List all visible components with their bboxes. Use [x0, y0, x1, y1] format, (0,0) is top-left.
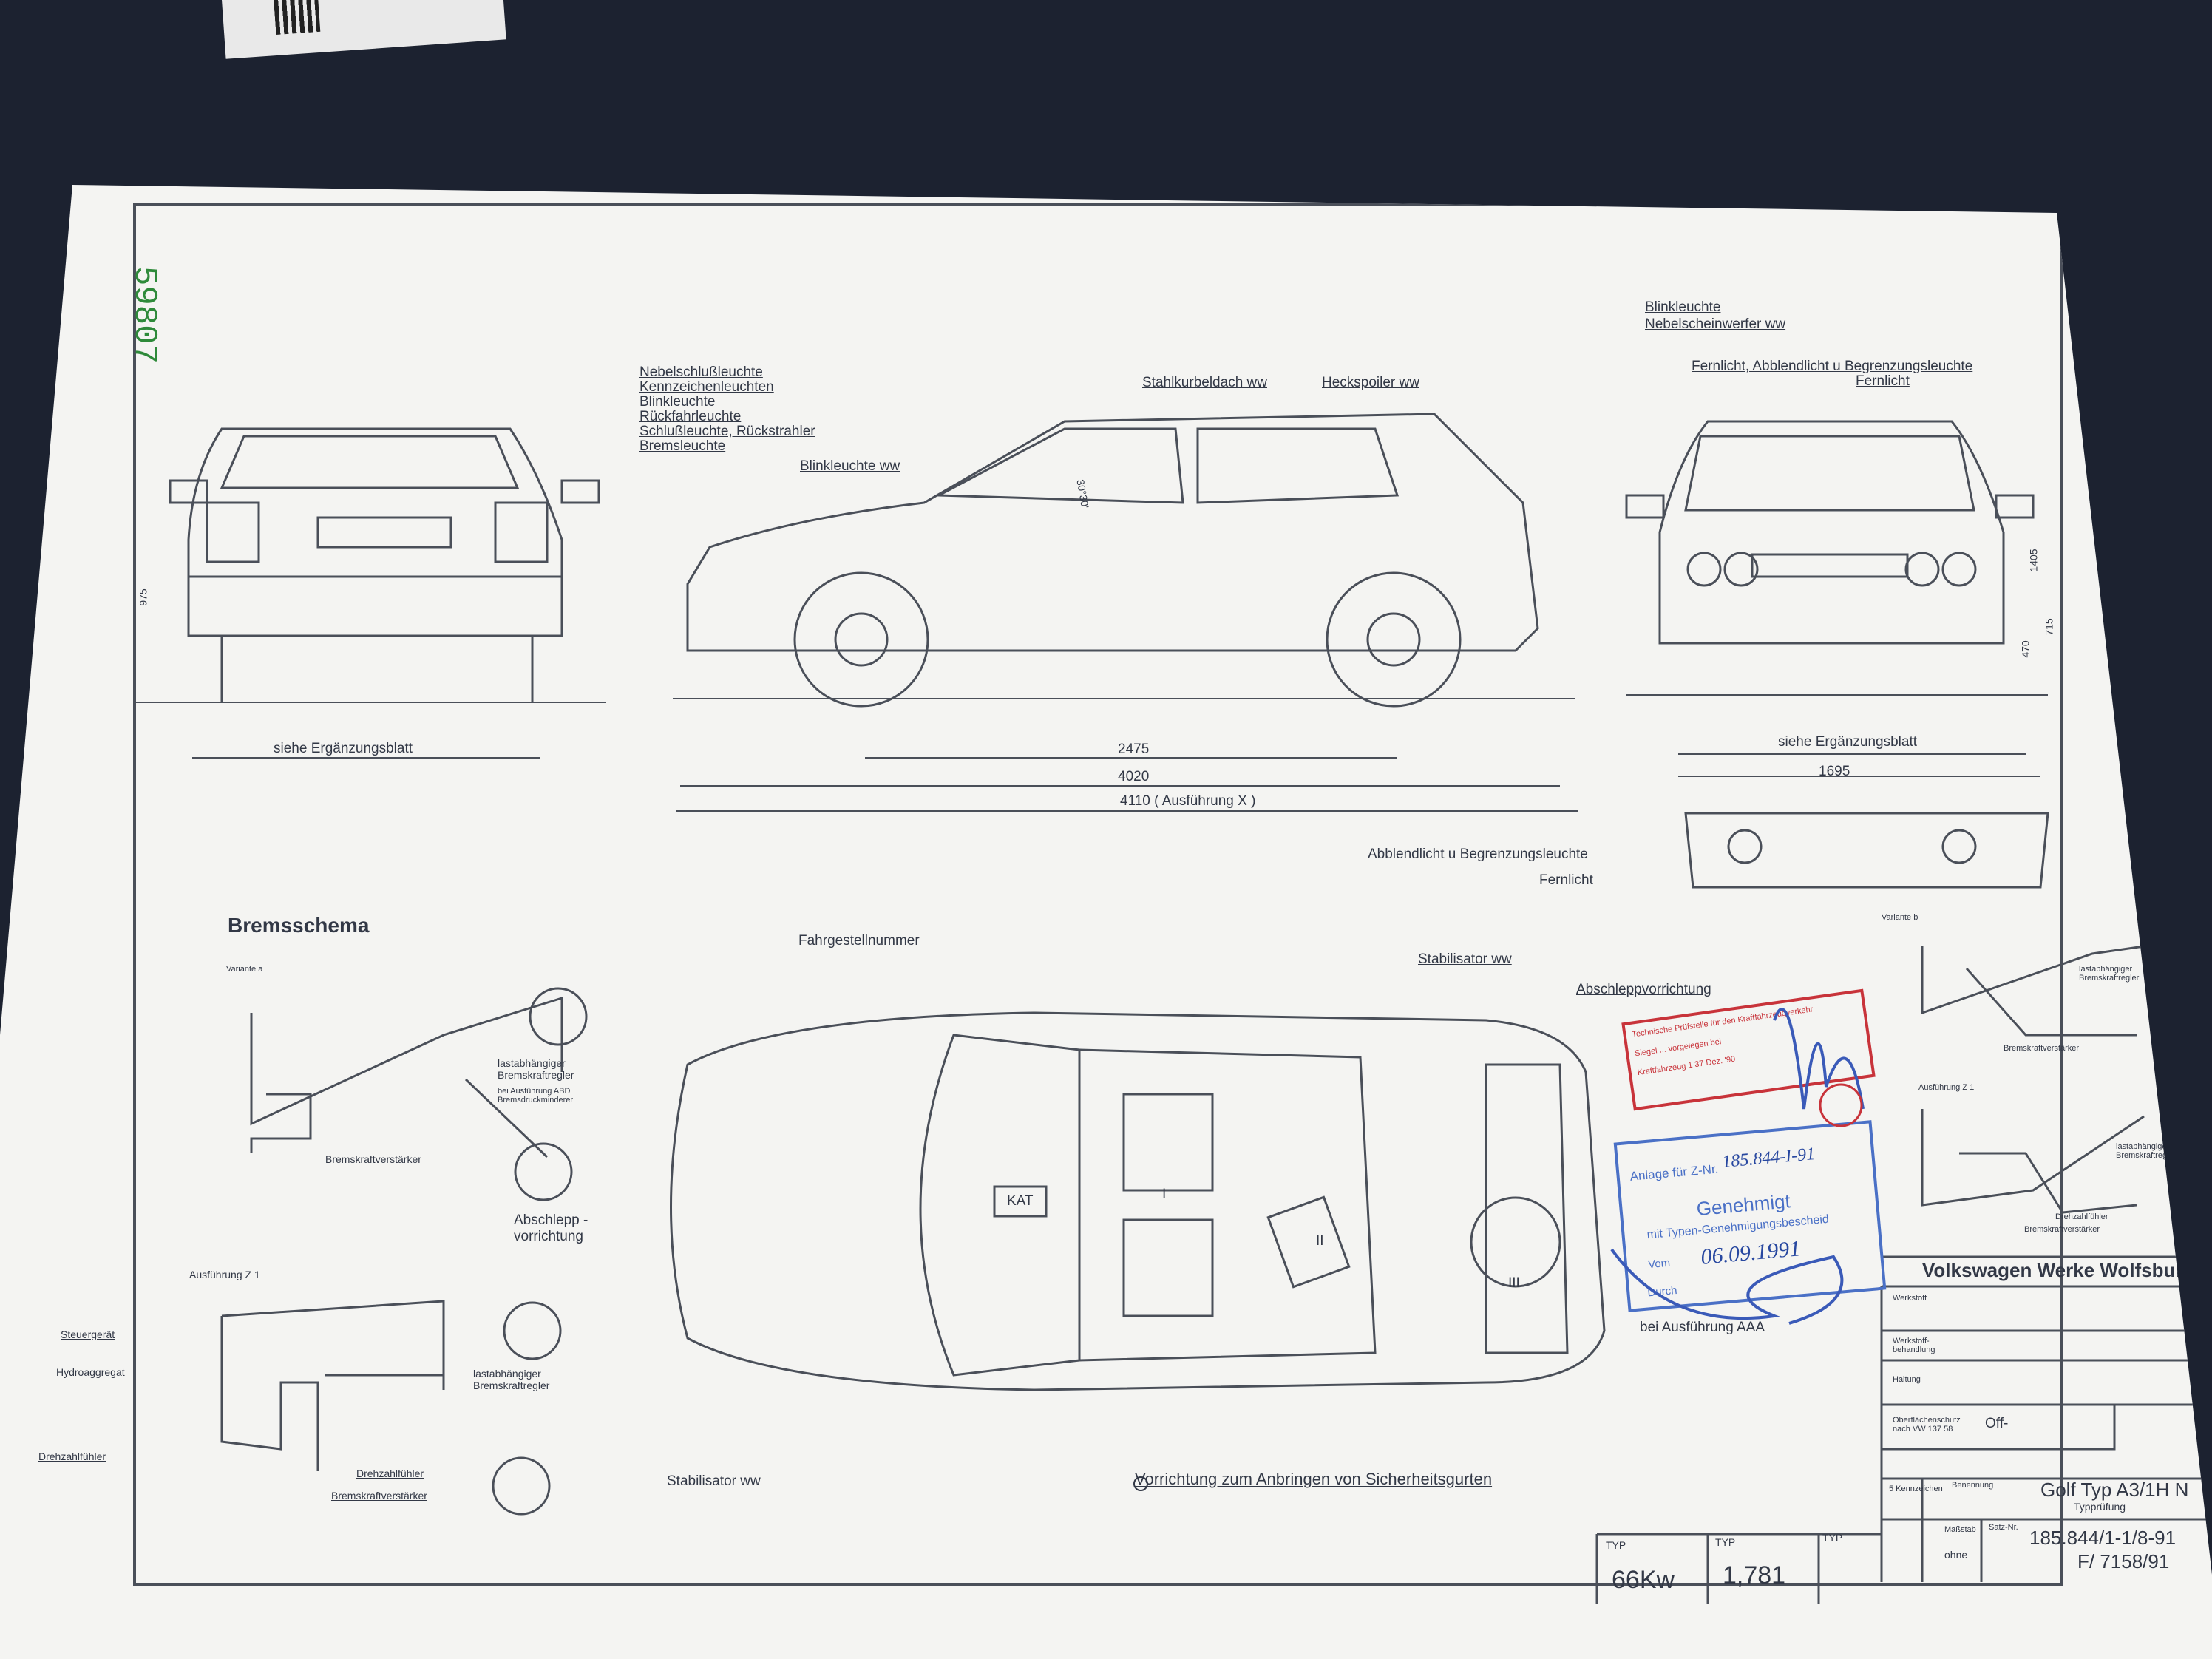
title-typpruefung: Typprüfung — [2074, 1501, 2126, 1513]
front-label-blink: Blinkleuchte — [1645, 299, 1721, 315]
brake-label-steuer: Steuergerät — [61, 1329, 115, 1340]
rear-label-1: Nebelschlußleuchte — [639, 364, 763, 380]
rear-label-6: Bremsleuchte — [639, 438, 726, 454]
rear-label-5: Schlußleuchte, Rückstrahler — [639, 424, 815, 439]
top-roman-2: II — [1316, 1233, 1324, 1249]
front-width-note: siehe Ergänzungsblatt — [1778, 734, 1918, 750]
top-label-fahrgestell: Fahrgestellnummer — [798, 933, 920, 949]
title-doc-sub: F/ 7158/91 — [2077, 1550, 2170, 1573]
brake-title: Bremsschema — [228, 914, 370, 937]
front-label-lights: Fernlicht, Abblendlicht u Begrenzungsleu… — [1692, 359, 1973, 374]
title-kennzeichen: 5 Kennzeichen — [1889, 1485, 1943, 1493]
right-variante-b: Variante b — [1882, 913, 1918, 922]
rear-view-drawing — [133, 427, 606, 759]
background-paper-slip — [222, 0, 506, 59]
rear-width-note: siehe Ergänzungsblatt — [274, 741, 413, 756]
top-label-abschlepp: Abschleppvorrichtung — [1576, 982, 1711, 997]
brake-label-dreh1: Drehzahlfühler — [38, 1451, 106, 1462]
brake-label-hydro: Hydroaggregat — [56, 1366, 125, 1378]
variant-label-fern: Fernlicht — [1539, 872, 1593, 888]
brake-label-dreh2: Drehzahlfühler — [356, 1468, 424, 1479]
crosshair-circle-icon — [1133, 1476, 1148, 1491]
typ1-label: TYP — [1606, 1539, 1626, 1551]
right-brake-scheme-drawing — [1921, 945, 2145, 1214]
title-company: Volkswagen Werke Wolfsburg — [1922, 1259, 2195, 1281]
front-label-fern: Fernlicht — [1856, 373, 1910, 389]
brake-label-lastab: lastabhängiger Bremskraftregler — [498, 1057, 574, 1081]
front-view-drawing — [1625, 420, 2049, 889]
top-view-drawing — [670, 1011, 1606, 1391]
top-label-stabi-bottom: Stabilisator ww — [667, 1473, 761, 1489]
rear-label-3: Blinkleuchte — [639, 394, 716, 410]
top-label-kat: KAT — [1007, 1193, 1034, 1209]
rear-label-2: Kennzeichenleuchten — [639, 379, 774, 395]
title-werkstoff: Werkstoff — [1893, 1294, 1927, 1303]
title-oberflaeche-value: Off- — [1985, 1416, 2009, 1431]
right-ausfuehrung: Ausführung Z 1 — [1918, 1083, 1975, 1092]
top-roman-3: III — [1508, 1275, 1520, 1291]
side-length-x: 4110 ( Ausführung X ) — [1120, 793, 1256, 809]
right-label-verst2: Bremskraftverstärker — [2024, 1225, 2100, 1234]
front-label-fog: Nebelscheinwerfer ww — [1645, 316, 1786, 332]
title-haltung: Haltung — [1893, 1375, 1921, 1384]
title-model: Golf Typ A3/1H N — [2040, 1479, 2189, 1501]
brake-label-abschlepp: Abschlepp - vorrichtung — [514, 1212, 588, 1244]
side-label-blink: Blinkleuchte ww — [800, 458, 900, 474]
side-wheelbase: 2475 — [1118, 742, 1150, 757]
top-label-stabi-top: Stabilisator ww — [1418, 951, 1512, 967]
front-width: 1695 — [1819, 764, 1850, 779]
brake-label-abd: bei Ausführung ABD Bremsdruckminderer — [498, 1087, 574, 1105]
typ1-value: 66Kw — [1612, 1566, 1675, 1594]
top-roman-1: I — [1162, 1187, 1167, 1202]
title-werkstoff-beh: Werkstoff-behandlung — [1893, 1337, 1936, 1354]
barcode-graphic — [273, 0, 321, 35]
variant-label-abblend: Abblendlicht u Begrenzungsleuchte — [1368, 847, 1588, 862]
typ2-value: 1,781 — [1723, 1561, 1786, 1590]
right-label-lastab2: lastabhängiger Bremskraftregler — [2116, 1142, 2177, 1160]
title-massstab-value: ohne — [1944, 1549, 1968, 1561]
brake-scheme-drawing — [220, 987, 588, 1516]
title-massstab: Maßstab — [1944, 1525, 1976, 1534]
right-label-verst: Bremskraftverstärker — [2004, 1044, 2080, 1053]
title-benennung: Benennung — [1952, 1481, 1994, 1490]
brake-label-ausfuehrung: Ausführung Z 1 — [189, 1269, 260, 1280]
top-label-belts: Vorrichtung zum Anbringen von Sicherheit… — [1135, 1470, 1493, 1488]
title-date: 06.0 — [2181, 1297, 2208, 1313]
side-length: 4020 — [1118, 769, 1150, 784]
top-label-aaa: bei Ausführung AAA — [1640, 1320, 1765, 1335]
rear-label-4: Rückfahrleuchte — [639, 409, 742, 424]
brake-label-verst2: Bremskraftverstärker — [331, 1490, 427, 1502]
title-satz: Satz-Nr. — [1989, 1523, 2018, 1532]
typ3-label: TYP — [1822, 1532, 1843, 1544]
side-label-spoiler: Heckspoiler ww — [1322, 375, 1419, 390]
side-label-roof: Stahlkurbeldach ww — [1142, 375, 1267, 390]
brake-variant-a: Variante a — [226, 965, 263, 974]
brake-label-lastab2: lastabhängiger Bremskraftregler — [473, 1368, 550, 1391]
typ2-label: TYP — [1715, 1536, 1736, 1548]
right-label-dreh: Drehzahlfühler — [2055, 1212, 2108, 1221]
title-block-lines — [1595, 1255, 2212, 1604]
title-oberflaeche: Oberflächenschutz nach VW 137 58 — [1893, 1416, 1961, 1434]
drawing-frame — [133, 203, 2063, 1586]
brake-label-verstaerker: Bremskraftverstärker — [325, 1153, 421, 1165]
right-label-lastab: lastabhängiger Bremskraftregler — [2079, 965, 2140, 983]
side-view-drawing — [673, 413, 1578, 812]
title-doc-number: 185.844/1-1/8-91 — [2029, 1527, 2177, 1549]
